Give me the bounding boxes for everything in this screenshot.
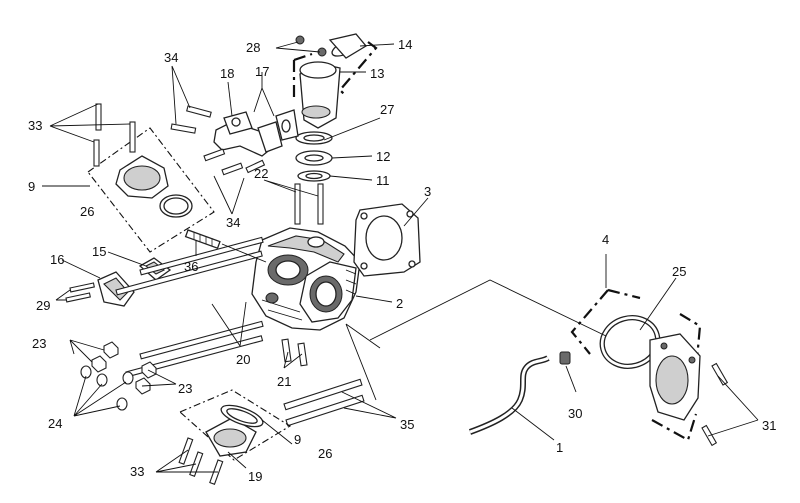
bolts-33-upper: [93, 103, 136, 167]
callout-20: 20: [236, 352, 250, 367]
intake-pipe-assembly: [295, 33, 367, 182]
callout-4: 4: [602, 232, 609, 247]
callout-13: 13: [370, 66, 384, 81]
callout-26-lower: 26: [318, 446, 332, 461]
studs-20: [115, 236, 264, 378]
callout-25: 25: [672, 264, 686, 279]
callout-33-upper: 33: [28, 118, 42, 133]
dowel-pins-21: [281, 338, 308, 367]
leader-lines: [42, 41, 759, 473]
callout-23-left: 23: [32, 336, 46, 351]
callout-23-right: 23: [178, 381, 192, 396]
callout-34-lower: 34: [226, 215, 240, 230]
callout-31: 31: [762, 418, 776, 433]
side-cover-lower: [178, 389, 292, 461]
callout-35: 35: [400, 417, 414, 432]
callout-3: 3: [424, 184, 431, 199]
callout-18: 18: [220, 66, 234, 81]
callout-24: 24: [48, 416, 62, 431]
callout-9-upper: 9: [28, 179, 35, 194]
callout-29: 29: [36, 298, 50, 313]
washers-24: [80, 365, 134, 411]
callout-17: 17: [255, 64, 269, 79]
callout-27: 27: [380, 102, 394, 117]
spring-30: [559, 351, 571, 365]
hose-1-inner: [469, 356, 549, 434]
cylinder-head: [251, 227, 361, 331]
callout-26-upper: 26: [80, 204, 94, 219]
bracket-pipe: [213, 109, 299, 157]
callout-33-lower: 33: [130, 464, 144, 479]
callout-19: 19: [248, 469, 262, 484]
callout-9-lower: 9: [294, 432, 301, 447]
callout-22: 22: [254, 166, 268, 181]
cover-assembly-4: [570, 288, 702, 442]
callout-1: 1: [556, 440, 563, 455]
bolts-31: [701, 362, 729, 447]
callout-36: 36: [184, 259, 198, 274]
callout-14: 14: [398, 37, 412, 52]
callout-12: 12: [376, 149, 390, 164]
bolts-34: [170, 105, 266, 176]
callout-11: 11: [376, 173, 390, 188]
callout-34-upper: 34: [164, 50, 178, 65]
spark-plug-36: [184, 229, 221, 250]
callout-15: 15: [92, 244, 106, 259]
cylinder-head-gasket: [353, 203, 421, 277]
callout-2: 2: [396, 296, 403, 311]
callout-labels: 1 2 3 4 9 9 11 12 13 14 15 16 17 18 19 2…: [28, 37, 776, 484]
side-cover-upper: [87, 127, 215, 253]
studs-22: [294, 183, 324, 225]
studs-35: [283, 378, 365, 427]
callout-16: 16: [50, 252, 64, 267]
bolts-29: [65, 282, 95, 303]
hose-1: [468, 355, 550, 435]
callout-30: 30: [568, 406, 582, 421]
callout-28: 28: [246, 40, 260, 55]
callout-21: 21: [277, 374, 291, 389]
